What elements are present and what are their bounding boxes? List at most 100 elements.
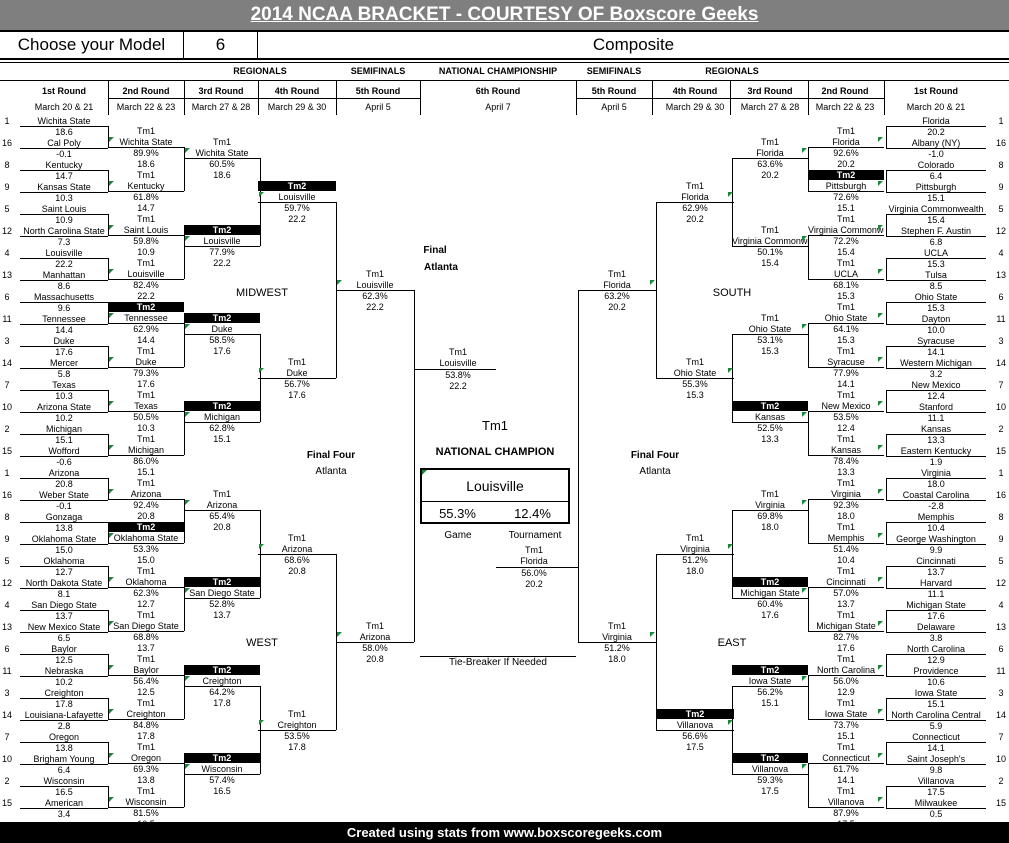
team-name[interactable]: Cincinnati xyxy=(916,556,956,566)
team-name[interactable]: Michigan State xyxy=(906,600,966,610)
team-name[interactable]: Virginia xyxy=(680,544,710,554)
team-name[interactable]: Virginia Commonwealth xyxy=(732,236,808,246)
team-name[interactable]: Wisconsin xyxy=(201,764,243,774)
team-name[interactable]: UCLA xyxy=(923,248,948,258)
team-name[interactable]: Florida xyxy=(681,192,709,202)
team-name[interactable]: Kansas xyxy=(754,412,786,422)
team-name[interactable]: Saint Joseph's xyxy=(906,754,966,764)
team-name[interactable]: Kansas xyxy=(830,445,862,455)
team-name[interactable]: Arizona xyxy=(206,500,238,510)
team-name[interactable]: Villanova xyxy=(917,776,955,786)
team-name[interactable]: Arizona State xyxy=(36,402,92,412)
team-name[interactable]: Tennessee xyxy=(124,313,168,323)
team-name[interactable]: New Mexico xyxy=(911,380,961,390)
team-name[interactable]: Ohio State xyxy=(748,324,792,334)
team-name[interactable]: Mercer xyxy=(49,358,78,368)
team-name[interactable]: Wisconsin xyxy=(43,776,85,786)
team-name[interactable]: Harvard xyxy=(919,578,952,588)
team-name[interactable]: North Carolina xyxy=(816,665,876,675)
team-name[interactable]: Kansas xyxy=(920,424,952,434)
team-name[interactable]: Kentucky xyxy=(45,160,83,170)
team-name[interactable]: Duke xyxy=(135,357,157,367)
team-name[interactable]: UCLA xyxy=(833,269,858,279)
team-name[interactable]: Ohio State xyxy=(824,313,868,323)
team-name[interactable]: Eastern Kentucky xyxy=(900,446,972,456)
team-name[interactable]: Baylor xyxy=(133,665,159,675)
model-value-input[interactable]: 6 xyxy=(184,32,258,58)
team-name[interactable]: Iowa State xyxy=(824,709,868,719)
team-name[interactable]: Creighton xyxy=(126,709,166,719)
team-name[interactable]: Cal Poly xyxy=(47,138,81,148)
team-name[interactable]: Michigan xyxy=(127,445,165,455)
team-name[interactable]: Delaware xyxy=(916,622,956,632)
team-name[interactable]: Pittsburgh xyxy=(825,181,867,191)
team-name[interactable]: Tennessee xyxy=(42,314,86,324)
team-name[interactable]: Cincinnati xyxy=(826,577,866,587)
team-name[interactable]: Massachusetts xyxy=(33,292,95,302)
team-name[interactable]: Oklahoma State xyxy=(31,534,97,544)
team-name[interactable]: Louisville xyxy=(439,358,477,368)
team-name[interactable]: Wichita State xyxy=(119,137,173,147)
team-name[interactable]: Michigan State xyxy=(816,621,876,631)
team-name[interactable]: Wofford xyxy=(48,446,80,456)
team-name[interactable]: Western Michigan xyxy=(900,358,972,368)
team-name[interactable]: Michigan xyxy=(203,412,241,422)
team-name[interactable]: Gonzaga xyxy=(45,512,83,522)
team-name[interactable]: Louisville xyxy=(356,280,394,290)
team-name[interactable]: Stanford xyxy=(918,402,954,412)
team-name[interactable]: Wichita State xyxy=(37,116,91,126)
team-name[interactable]: Kentucky xyxy=(127,181,165,191)
team-name[interactable]: Virginia xyxy=(921,468,951,478)
team-name[interactable]: Milwaukee xyxy=(914,798,958,808)
team-name[interactable]: Arizona xyxy=(281,544,313,554)
team-name[interactable]: Oklahoma xyxy=(125,577,167,587)
team-name[interactable]: Oregon xyxy=(130,753,162,763)
team-name[interactable]: Louisville xyxy=(45,248,83,258)
team-name[interactable]: San Diego State xyxy=(113,621,179,631)
team-name[interactable]: Kansas State xyxy=(37,182,91,192)
team-name[interactable]: Michigan State xyxy=(740,588,800,598)
team-name[interactable]: Duke xyxy=(211,324,233,334)
team-name[interactable]: North Dakota State xyxy=(25,578,103,588)
team-name[interactable]: Oklahoma xyxy=(43,556,85,566)
team-name[interactable]: Arizona xyxy=(48,468,80,478)
team-name[interactable]: Louisiana-Lafayette xyxy=(24,710,104,720)
team-name[interactable]: Connecticut xyxy=(912,732,960,742)
team-name[interactable]: Brigham Young xyxy=(33,754,95,764)
team-name[interactable]: Memphis xyxy=(827,533,865,543)
team-name[interactable]: Saint Louis xyxy=(123,225,169,235)
team-name[interactable]: Florida xyxy=(756,148,784,158)
team-name[interactable]: Florida xyxy=(520,556,548,566)
team-name[interactable]: Arizona xyxy=(130,489,162,499)
team-name[interactable]: Creighton xyxy=(44,688,84,698)
team-name[interactable]: Iowa State xyxy=(914,688,958,698)
team-name[interactable]: Providence xyxy=(913,666,959,676)
team-name[interactable]: New Mexico xyxy=(821,401,871,411)
team-name[interactable]: Texas xyxy=(134,401,158,411)
team-name[interactable]: Tulsa xyxy=(925,270,947,280)
team-name[interactable]: North Carolina Central xyxy=(891,710,981,720)
team-name[interactable]: Saint Louis xyxy=(41,204,87,214)
team-name[interactable]: Duke xyxy=(53,336,75,346)
team-name[interactable]: San Diego State xyxy=(189,588,255,598)
team-name[interactable]: George Washington xyxy=(896,534,976,544)
team-name[interactable]: Dayton xyxy=(921,314,951,324)
team-name[interactable]: Oklahoma State xyxy=(113,533,179,543)
team-name[interactable]: Wisconsin xyxy=(125,797,167,807)
team-name[interactable]: Weber State xyxy=(39,490,89,500)
team-name[interactable]: Virginia Commonwealth xyxy=(808,225,884,235)
team-name[interactable]: Iowa State xyxy=(748,676,792,686)
team-name[interactable]: Coastal Carolina xyxy=(902,490,970,500)
team-name[interactable]: Michigan xyxy=(45,424,83,434)
team-name[interactable]: Florida xyxy=(922,116,950,126)
team-name[interactable]: North Carolina xyxy=(906,644,966,654)
team-name[interactable]: Villanova xyxy=(676,720,714,730)
team-name[interactable]: Wichita State xyxy=(195,148,249,158)
team-name[interactable]: New Mexico State xyxy=(27,622,101,632)
team-name[interactable]: Memphis xyxy=(917,512,955,522)
team-name[interactable]: Arizona xyxy=(359,632,391,642)
team-name[interactable]: American xyxy=(44,798,83,808)
team-name[interactable]: Villanova xyxy=(827,797,865,807)
team-name[interactable]: Creighton xyxy=(277,720,317,730)
team-name[interactable]: North Carolina State xyxy=(23,226,105,236)
